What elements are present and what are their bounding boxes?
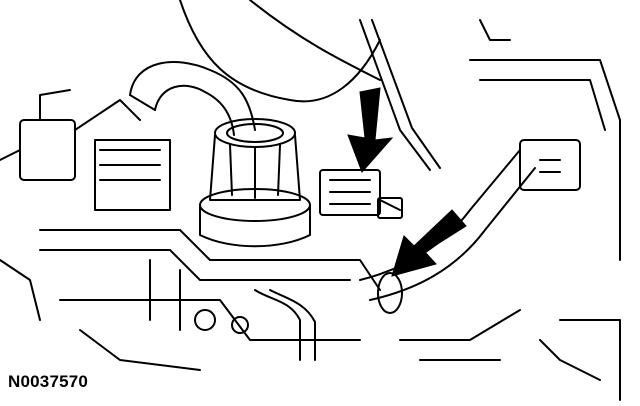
large-hose-inner — [154, 84, 235, 136]
large-hose-outer — [129, 61, 256, 131]
left-connector — [19, 119, 76, 181]
hose-clamp — [377, 272, 403, 314]
arrow-upper-icon — [347, 87, 394, 173]
hose-end-left — [129, 94, 156, 111]
upper-cable-left — [179, 0, 381, 103]
upper-connector — [319, 169, 381, 216]
lower-frame — [39, 229, 381, 291]
figure-id-label: N0037570 — [8, 372, 89, 391]
upper-cable-right — [249, 0, 381, 81]
left-block — [94, 139, 171, 211]
valve-body — [209, 134, 301, 201]
vertical-cable — [359, 19, 431, 171]
arrow-lower-icon — [391, 209, 467, 277]
callout-arrows — [347, 87, 467, 277]
vertical-cable-2 — [371, 19, 441, 169]
